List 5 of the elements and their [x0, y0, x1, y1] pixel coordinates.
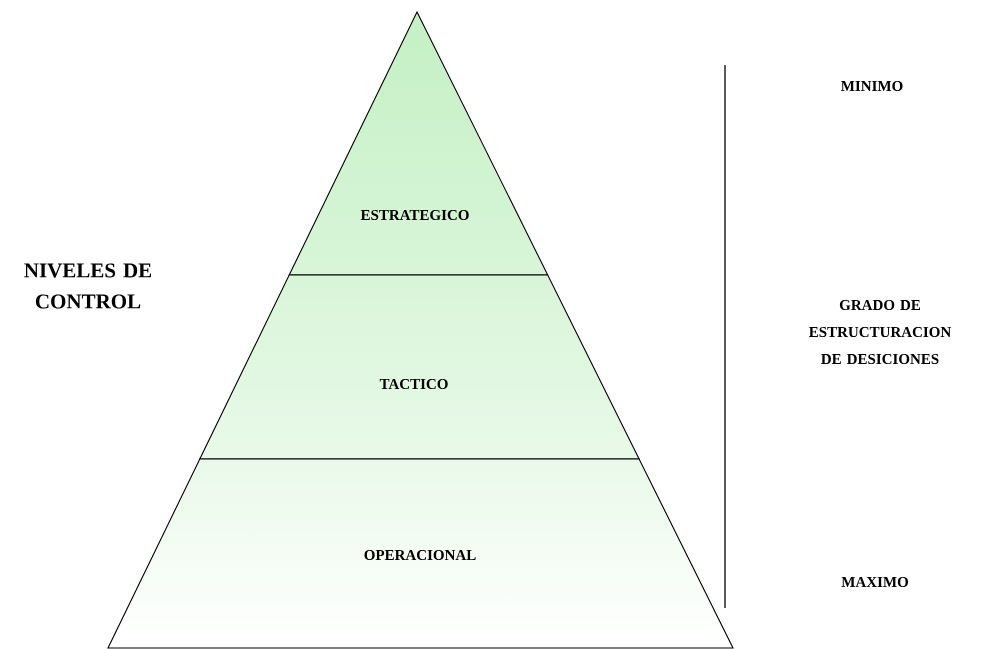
- side-label: MAXIMO: [841, 576, 908, 588]
- side-label: NIVELES DE CONTROL: [24, 263, 152, 309]
- side-label: GRADO DE ESTRUCTURACION DE DESICIONES: [809, 299, 952, 365]
- side-label: MINIMO: [841, 80, 903, 92]
- pyramid-band: OPERACIONAL: [107, 458, 734, 649]
